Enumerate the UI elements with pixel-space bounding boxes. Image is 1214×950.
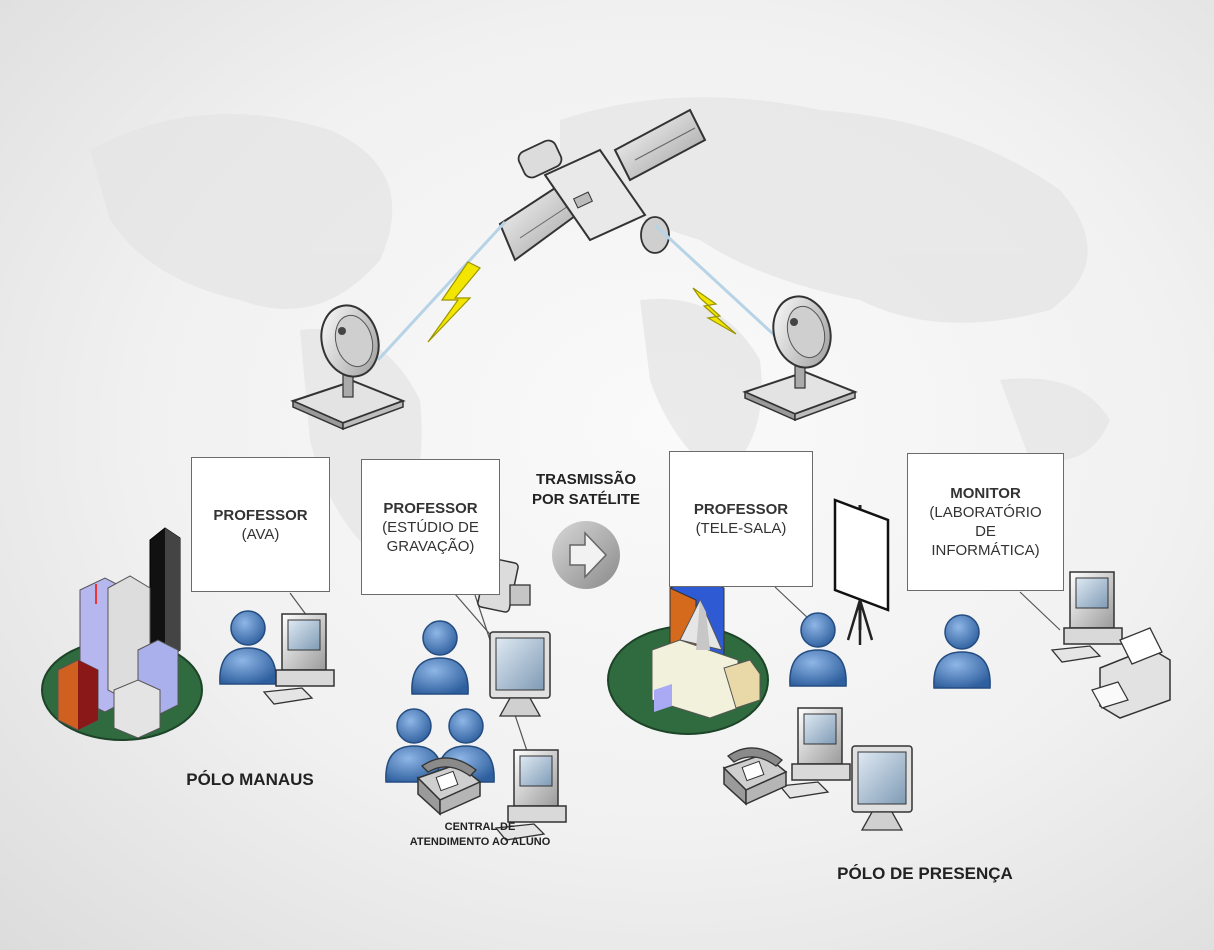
central-line1: CENTRAL DE (444, 821, 516, 833)
arrow-right-icon (552, 521, 620, 589)
building-icon (41, 527, 203, 741)
box-subtitle: (ESTÚDIO DE GRAVAÇÃO) (382, 518, 479, 555)
transmission-label: TRASMISSÃO POR SATÉLITE (516, 470, 656, 510)
box-subtitle: (LABORATÓRIO DE INFORMÁTICA) (929, 504, 1042, 559)
polo-presenca-label: PÓLO DE PRESENÇA (837, 864, 1013, 883)
projector-screen-icon (833, 498, 890, 645)
dish-icon (744, 288, 856, 421)
person-icon (385, 708, 443, 783)
lightning-icon (427, 261, 481, 343)
monitor-icon (851, 745, 913, 831)
box-professor-estudio: PROFESSOR (ESTÚDIO DE GRAVAÇÃO) (361, 459, 500, 595)
box-title: PROFESSOR (213, 506, 308, 524)
person-icon (933, 614, 991, 689)
satellite-icon (498, 108, 707, 262)
church-icon (607, 575, 769, 735)
box-professor-ava: PROFESSOR (AVA) (191, 457, 330, 592)
box-title: PROFESSOR (383, 499, 478, 517)
computer-icon (263, 613, 335, 705)
polo-manaus-label: PÓLO MANAUS (186, 770, 314, 789)
transmission-line2: POR SATÉLITE (531, 491, 641, 508)
box-monitor-laboratorio: MONITOR (LABORATÓRIO DE INFORMÁTICA) (907, 453, 1064, 591)
person-icon (219, 610, 277, 685)
monitor-icon (489, 631, 551, 717)
person-icon (789, 612, 847, 687)
box-subtitle: (AVA) (241, 525, 280, 543)
box-professor-telesala: PROFESSOR (TELE-SALA) (669, 451, 813, 587)
box-subtitle: (TELE-SALA) (695, 520, 787, 537)
phone-icon (417, 757, 481, 815)
lightning-icon (692, 287, 737, 335)
printer-icon (1091, 627, 1171, 719)
transmission-line1: TRASMISSÃO (535, 471, 636, 488)
person-icon (411, 620, 469, 695)
central-atendimento-label: CENTRAL DE ATENDIMENTO AO ALUNO (380, 820, 580, 850)
box-title: MONITOR (950, 485, 1021, 502)
central-line2: ATENDIMENTO AO ALUNO (409, 836, 551, 848)
computer-icon (779, 707, 851, 799)
phone-icon (723, 747, 787, 805)
box-title: PROFESSOR (693, 501, 789, 518)
